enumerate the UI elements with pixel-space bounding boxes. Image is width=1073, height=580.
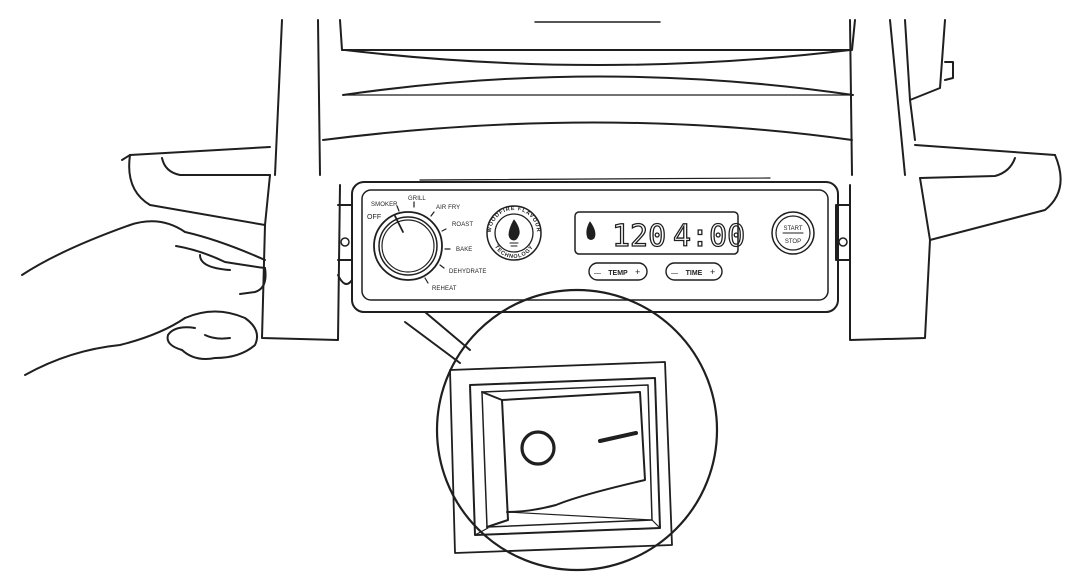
hand (21, 220, 267, 376)
start-stop-button[interactable] (771, 211, 815, 255)
temp-label: TEMP (608, 270, 628, 277)
right-side-handle (849, 144, 1062, 341)
lcd-display (574, 211, 739, 255)
dial-labels: OFF SMOKER GRILL AIR FRY ROAST BAKE DEHY… (367, 196, 486, 292)
start-label: START (783, 226, 802, 232)
woodfire-badge (486, 205, 542, 261)
grill-lid (274, 19, 954, 176)
dial-label-roast: ROAST (452, 222, 473, 228)
dial-label-grill: GRILL (408, 196, 426, 202)
dial-label-air-fry: AIR FRY (436, 205, 460, 211)
stop-label: STOP (785, 239, 801, 245)
dial-label-reheat: REHEAT (432, 286, 457, 292)
time-label: TIME (686, 270, 703, 277)
control-panel-frame (351, 181, 839, 313)
temperature-readout: 120 (612, 219, 666, 254)
temp-button[interactable] (588, 262, 648, 281)
power-rocker-switch[interactable] (449, 361, 673, 554)
mode-dial[interactable] (373, 201, 451, 284)
time-minus-label: — (671, 270, 678, 277)
dial-pointer (394, 215, 404, 233)
callout-lines (404, 311, 471, 364)
dial-label-off: OFF (367, 214, 381, 221)
temp-minus-label: — (594, 270, 601, 277)
time-plus-label: + (710, 267, 715, 277)
off-symbol-icon (520, 430, 556, 466)
control-panel-face (361, 189, 829, 301)
temp-plus-label: + (635, 267, 640, 277)
dial-label-smoker: SMOKER (371, 202, 398, 208)
time-button[interactable] (665, 262, 723, 281)
on-symbol-icon (598, 431, 638, 443)
magnifier-circle (435, 288, 719, 572)
dial-label-bake: BAKE (456, 247, 472, 253)
left-side-handle (121, 146, 341, 341)
display-flame-icon (586, 221, 596, 240)
time-readout: 4:00 (673, 219, 745, 254)
flame-icon (508, 219, 520, 241)
dial-label-dehydrate: DEHYDRATE (449, 269, 486, 275)
